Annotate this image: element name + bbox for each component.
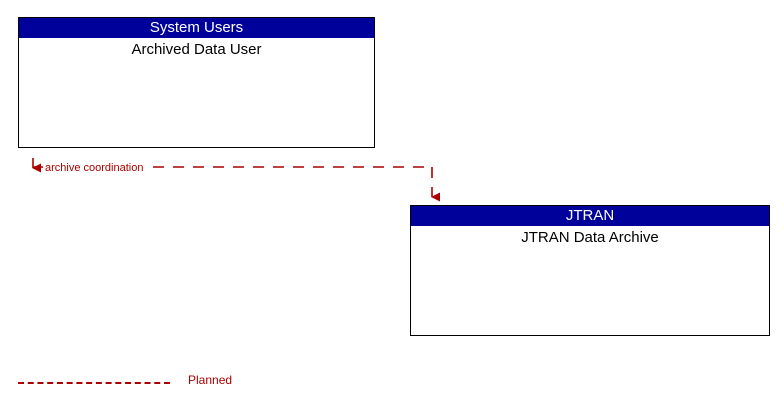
legend: Planned: [0, 368, 783, 398]
entity-box-jtran[interactable]: JTRAN JTRAN Data Archive: [410, 205, 770, 336]
legend-swatch-planned: [18, 382, 170, 384]
legend-label-planned: Planned: [188, 373, 233, 387]
flow-label-archive-coordination[interactable]: archive coordination: [43, 162, 146, 174]
entity-header-jtran: JTRAN: [411, 206, 769, 226]
entity-header-system-users: System Users: [19, 18, 374, 38]
entity-name-jtran-data-archive: JTRAN Data Archive: [521, 229, 659, 246]
entity-box-system-users[interactable]: System Users Archived Data User: [18, 17, 375, 148]
entity-name-archived-data-user: Archived Data User: [131, 41, 262, 58]
